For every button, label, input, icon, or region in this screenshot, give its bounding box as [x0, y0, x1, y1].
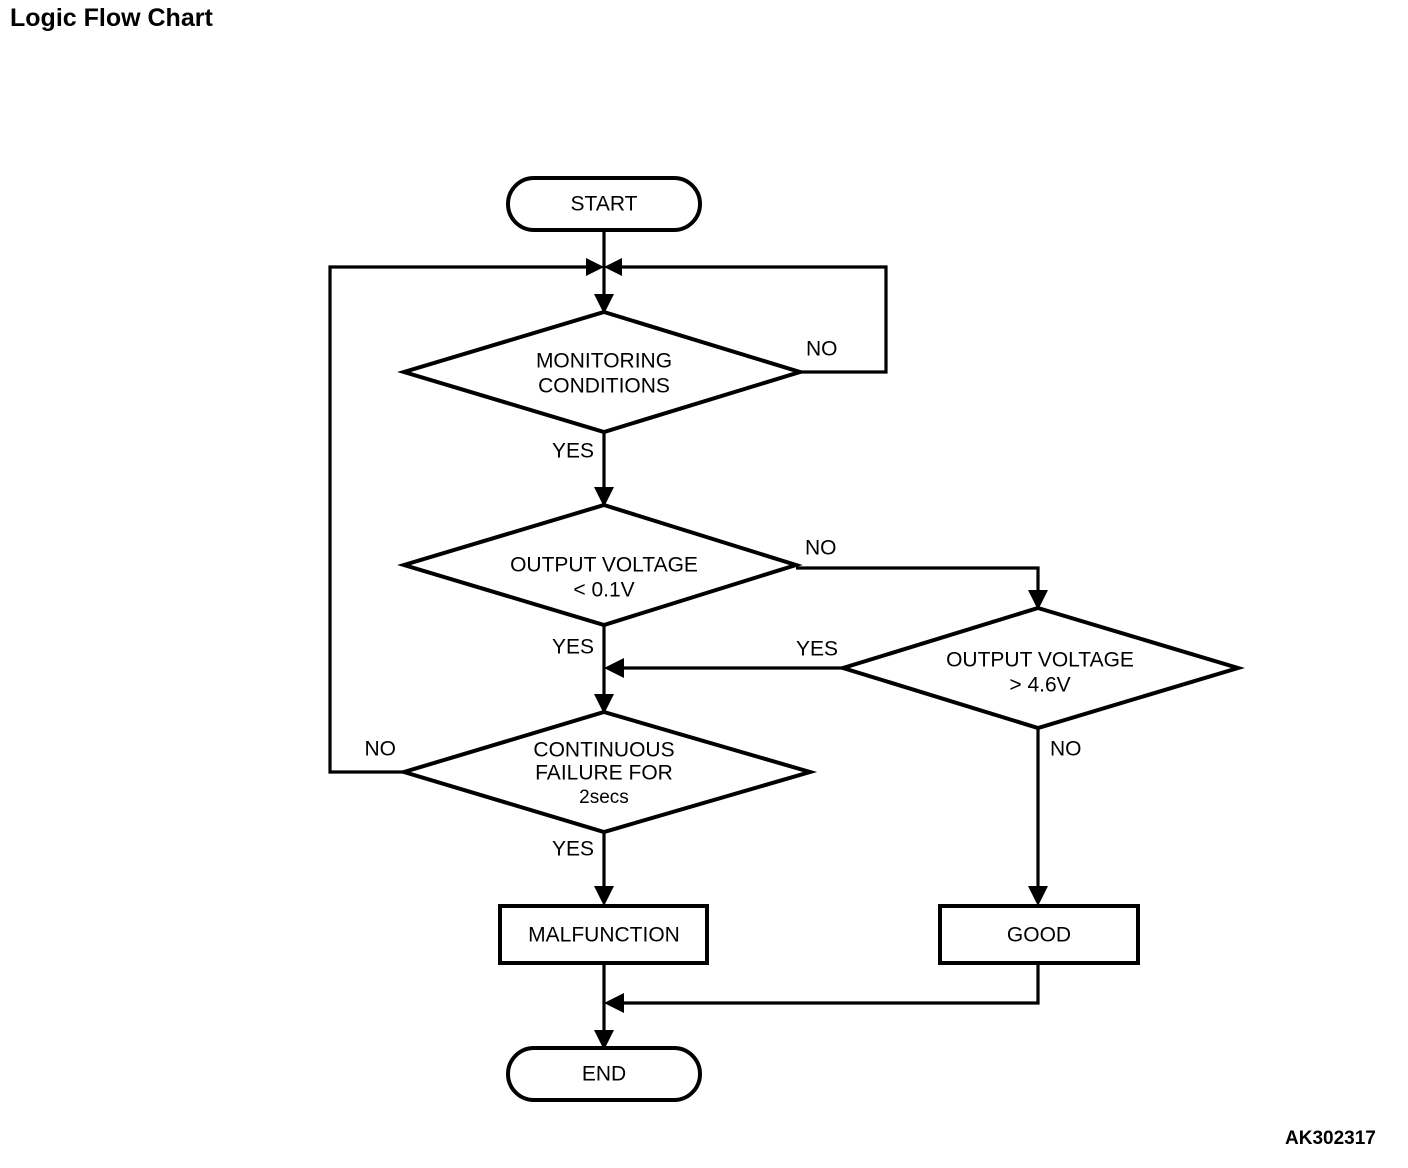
connector-voltlow-yes	[594, 625, 614, 714]
connector-malfunction-to-end	[594, 963, 614, 1050]
connector-volthigh-no	[1028, 728, 1048, 906]
node-malfunction[interactable]: MALFUNCTION	[498, 904, 709, 965]
edge-label-volthigh-yes: YES	[796, 638, 838, 661]
node-good[interactable]: GOOD	[938, 904, 1140, 965]
node-end-label: END	[582, 1063, 626, 1086]
connector-continuous-no-feedback	[328, 258, 604, 774]
node-voltlow-label-line2: < 0.1V	[573, 579, 634, 602]
node-output-voltage-low[interactable]: OUTPUT VOLTAGE < 0.1V	[397, 502, 803, 628]
node-continuous-label-line2: FAILURE FOR	[535, 762, 673, 785]
edge-label-monitoring-no: NO	[806, 338, 838, 361]
connector-junction-to-monitoring	[594, 267, 614, 314]
node-monitoring-label-line2: CONDITIONS	[538, 375, 670, 398]
page-title: Logic Flow Chart	[10, 4, 213, 32]
node-monitoring-conditions[interactable]: MONITORING CONDITIONS	[397, 309, 807, 435]
node-start-label: START	[571, 193, 638, 216]
edge-label-continuous-yes: YES	[552, 838, 594, 861]
node-voltlow-label-line1: OUTPUT VOLTAGE	[510, 554, 698, 577]
node-good-label: GOOD	[1007, 924, 1071, 947]
node-continuous-label-line3: 2secs	[579, 787, 629, 808]
node-volthigh-label-line2: > 4.6V	[1009, 674, 1070, 697]
edge-label-volthigh-no: NO	[1050, 738, 1082, 761]
edge-label-monitoring-yes: YES	[552, 440, 594, 463]
node-volthigh-label-line1: OUTPUT VOLTAGE	[946, 649, 1134, 672]
node-start[interactable]: START	[506, 176, 702, 232]
edge-label-continuous-no: NO	[365, 738, 397, 761]
connector-volthigh-yes	[604, 658, 843, 678]
connector-continuous-yes	[594, 832, 614, 906]
figure-id-label: AK302317	[1285, 1128, 1376, 1149]
connector-monitoring-no-feedback	[604, 258, 888, 374]
connector-good-to-end	[604, 963, 1040, 1013]
connector-monitoring-yes	[594, 432, 614, 507]
node-output-voltage-high[interactable]: OUTPUT VOLTAGE > 4.6V	[836, 605, 1245, 731]
node-monitoring-label-line1: MONITORING	[536, 350, 672, 373]
edge-label-voltlow-yes: YES	[552, 636, 594, 659]
node-malfunction-label: MALFUNCTION	[528, 924, 680, 947]
node-continuous-failure[interactable]: CONTINUOUS FAILURE FOR 2secs	[397, 709, 818, 835]
connector-voltlow-no	[796, 566, 1048, 610]
edge-label-voltlow-no: NO	[805, 537, 837, 560]
node-end[interactable]: END	[506, 1046, 702, 1102]
node-continuous-label-line1: CONTINUOUS	[533, 739, 674, 762]
